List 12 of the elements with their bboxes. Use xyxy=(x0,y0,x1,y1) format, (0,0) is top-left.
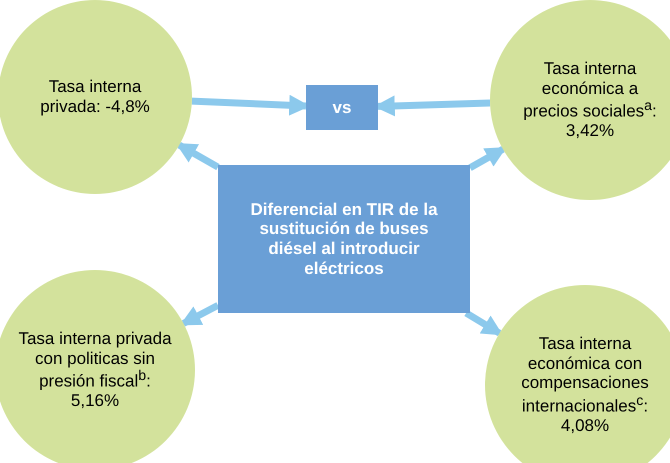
node-label: Tasa interna privada con politicas sin presión fiscal$^{b}$: 5,16% xyxy=(17,329,173,411)
node-label: Tasa interna económica con compensaciones internacionales$^{c}$: 4,08% xyxy=(520,334,650,436)
arrow xyxy=(180,302,220,327)
node-label: Diferencial en TIR de la sustitución de buses diésel al introducir eléctricos xyxy=(249,200,439,278)
process-box xyxy=(218,165,470,313)
node-label: vs xyxy=(332,98,352,118)
arrow xyxy=(464,310,504,336)
process-box xyxy=(306,85,378,130)
arrow xyxy=(468,146,507,171)
arrow xyxy=(176,142,220,170)
node-label: Tasa interna económica a precios sociales$^{a}$: 3,42% xyxy=(522,59,658,141)
node-label: Tasa interna privada: -4,8% xyxy=(39,77,151,117)
